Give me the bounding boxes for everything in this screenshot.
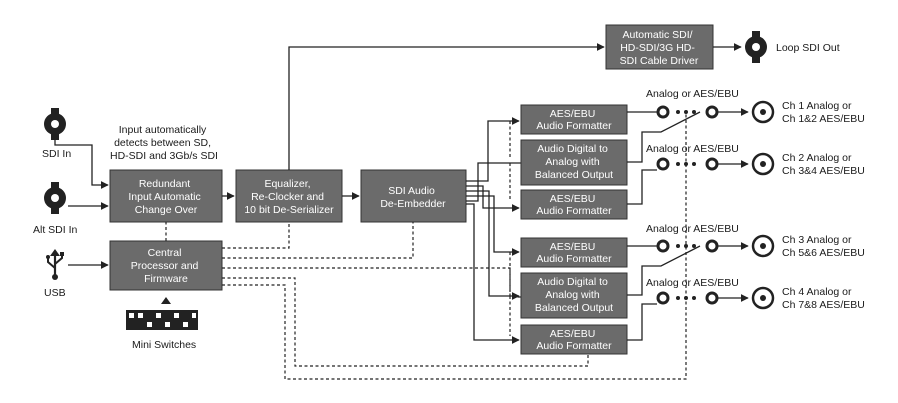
mini-switches-icon (126, 297, 198, 330)
svg-text:AES/EBU Audio Formatter: AES/EBU Audio Formatter (536, 108, 612, 132)
switch-label-3: Analog or AES/EBU (646, 223, 739, 235)
loop-sdi-out-connector-icon (745, 31, 767, 63)
svg-text:AES/EBU Audio Formatter: AES/EBU Audio Formatter (536, 193, 612, 217)
loop-sdi-out-label: Loop SDI Out (776, 42, 840, 54)
aes-formatter-box-4: AES/EBU Audio Formatter (520, 324, 628, 355)
switch-1-icon (656, 105, 719, 119)
alt-sdi-in-connector-icon (44, 182, 66, 214)
switch-3-icon (656, 239, 719, 253)
svg-text:AES/EBU Audio Formatter: AES/EBU Audio Formatter (536, 328, 612, 352)
switch-4-icon (656, 291, 719, 305)
usb-icon (46, 249, 64, 280)
fanout-wire-6 (466, 162, 521, 202)
svg-text:SDI Audio De-Embedder: SDI Audio De-Embedder (380, 185, 446, 210)
ch2-output-connector-icon (751, 152, 775, 176)
aes-formatter-box-3: AES/EBU Audio Formatter (520, 237, 628, 268)
loop-path-wire (288, 43, 605, 170)
ch2-output-label: Ch 2 Analog or Ch 3&4 AES/EBU (782, 152, 865, 177)
dac-box-2: Audio Digital to Analog with Balanced Ou… (520, 272, 628, 319)
svg-text:AES/EBU Audio Formatter: AES/EBU Audio Formatter (536, 241, 612, 265)
ch1-output-connector-icon (751, 100, 775, 124)
switch4-top-wire (627, 303, 657, 341)
ch3-output-connector-icon (751, 234, 775, 258)
svg-text:Central Processor and: Central Processor and Firmware (131, 247, 202, 285)
svg-text:Equalizer, Re-Clocker an: Equalizer, Re-Clocker and 10 bit De-Seri… (244, 178, 334, 216)
fanout-wire-1 (466, 117, 520, 182)
svg-text:Audio Digital to Analog: Audio Digital to Analog with Balanced Ou… (535, 276, 613, 314)
control-to-cable-driver-dashed (222, 112, 687, 380)
switch2-top-wire (627, 169, 657, 205)
sdi-in-wire (54, 140, 109, 189)
cable-driver-box: Automatic SDI/ HD-SDI/3G HD- SDI Cable D… (605, 24, 714, 70)
alt-sdi-in-label: Alt SDI In (33, 224, 78, 236)
switch-label-4: Analog or AES/EBU (646, 277, 739, 289)
control-to-dac-dashed (222, 267, 521, 298)
control-to-deembedder-dashed (222, 222, 414, 259)
ch3-output-label: Ch 3 Analog or Ch 5&6 AES/EBU (782, 234, 865, 259)
svg-text:Redundant Input Automati: Redundant Input Automatic Change Over (128, 178, 203, 216)
switch-label-2: Analog or AES/EBU (646, 143, 739, 155)
fanout-wire-3 (466, 195, 520, 256)
central-processor-box: Central Processor and Firmware (109, 240, 223, 291)
usb-label: USB (44, 287, 66, 299)
switch-2-icon (656, 157, 719, 171)
ch1-output-label: Ch 1 Analog or Ch 1&2 AES/EBU (782, 100, 865, 125)
dac-box-1: Audio Digital to Analog with Balanced Ou… (520, 139, 628, 186)
svg-text:Automatic SDI/ HD-SDI/3G: Automatic SDI/ HD-SDI/3G HD- SDI Cable D… (620, 29, 699, 67)
control-to-aes-dashed (222, 277, 589, 367)
ch4-output-connector-icon (751, 286, 775, 310)
fanout-wire-4 (466, 203, 520, 344)
switch1-bottom-wire (627, 111, 701, 163)
switch-label-1: Analog or AES/EBU (646, 88, 739, 100)
aes-formatter-box-1: AES/EBU Audio Formatter (520, 104, 628, 135)
ch4-output-label: Ch 4 Analog or Ch 7&8 AES/EBU (782, 286, 865, 311)
fanout-wire-2 (466, 185, 520, 212)
mini-switches-label: Mini Switches (132, 339, 196, 351)
sdi-in-connector-icon (44, 108, 66, 140)
de-embedder-box: SDI Audio De-Embedder (360, 169, 467, 223)
sdi-in-label: SDI In (42, 148, 71, 160)
redundant-input-box: Redundant Input Automatic Change Over (109, 169, 223, 223)
svg-text:Audio Digital to Analog: Audio Digital to Analog with Balanced Ou… (535, 143, 613, 181)
switch3-bottom-wire (627, 245, 701, 296)
control-to-equalizer-dashed (222, 222, 290, 249)
input-detect-note: Input automatically detects between SD, … (110, 124, 218, 162)
equalizer-box: Equalizer, Re-Clocker and 10 bit De-Seri… (235, 169, 343, 223)
aes-formatter-box-2: AES/EBU Audio Formatter (520, 189, 628, 220)
